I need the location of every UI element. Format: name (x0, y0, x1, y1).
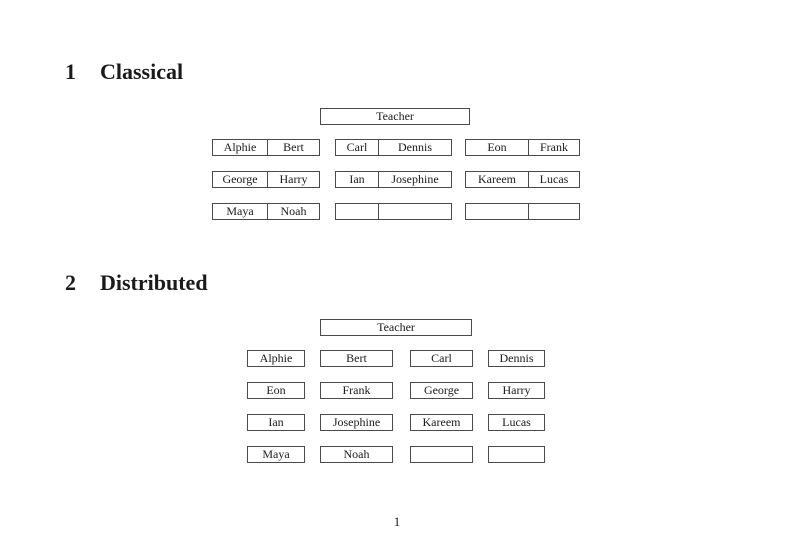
desk-single-empty (410, 446, 473, 463)
seat (529, 204, 579, 219)
seat: Bert (283, 140, 304, 154)
desk-single: Frank (320, 382, 393, 399)
seat: Eon (466, 140, 529, 155)
desk-pair: Ian Josephine (335, 171, 452, 188)
seat: George (213, 172, 268, 187)
teacher-label: Teacher (376, 109, 414, 123)
seat: Dennis (398, 140, 432, 154)
seat: Carl (431, 351, 452, 365)
seat: Frank (342, 383, 371, 397)
seat: Alphie (259, 351, 293, 365)
desk-single: Josephine (320, 414, 393, 431)
section-heading-distributed: 2 Distributed (65, 272, 208, 294)
seat: Maya (262, 447, 290, 461)
seat: Carl (336, 140, 379, 155)
desk-pair-empty (465, 203, 580, 220)
seat: Josephine (391, 172, 439, 186)
desk-single: Lucas (488, 414, 545, 431)
seat: Kareem (466, 172, 529, 187)
desk-single-empty (488, 446, 545, 463)
teacher-label: Teacher (377, 320, 415, 334)
desk-pair: Carl Dennis (335, 139, 452, 156)
seat (336, 204, 379, 219)
seat: Ian (336, 172, 379, 187)
desk-single: Maya (247, 446, 305, 463)
desk-single: Ian (247, 414, 305, 431)
desk-single: Dennis (488, 350, 545, 367)
desk-pair: Kareem Lucas (465, 171, 580, 188)
desk-single: George (410, 382, 473, 399)
desk-single: Kareem (410, 414, 473, 431)
teacher-desk: Teacher (320, 319, 472, 336)
seat: Noah (280, 204, 307, 218)
section-heading-classical: 1 Classical (65, 61, 183, 83)
desk-single: Noah (320, 446, 393, 463)
page-number: 1 (393, 514, 401, 529)
seat: Lucas (539, 172, 569, 186)
seat: Eon (266, 383, 286, 397)
desk-pair: George Harry (212, 171, 320, 188)
desk-single: Alphie (247, 350, 305, 367)
seat (466, 204, 529, 219)
section-title: Distributed (100, 270, 208, 295)
section-number: 1 (65, 59, 76, 84)
seat: Harry (279, 172, 308, 186)
desk-pair: Eon Frank (465, 139, 580, 156)
desk-pair: Alphie Bert (212, 139, 320, 156)
desk-pair: Maya Noah (212, 203, 320, 220)
seat: Dennis (499, 351, 534, 365)
seat: Ian (268, 415, 284, 429)
seat: Noah (343, 447, 370, 461)
seat: Kareem (422, 415, 461, 429)
desk-single: Eon (247, 382, 305, 399)
seat: George (423, 383, 460, 397)
seat: Frank (540, 140, 568, 154)
seat: Alphie (213, 140, 268, 155)
seat: Harry (502, 383, 531, 397)
seat: Bert (346, 351, 367, 365)
seat (379, 204, 451, 219)
seat: Lucas (502, 415, 531, 429)
section-number: 2 (65, 270, 76, 295)
desk-single: Harry (488, 382, 545, 399)
desk-pair-empty (335, 203, 452, 220)
section-title: Classical (100, 59, 184, 84)
seat: Josephine (332, 415, 381, 429)
teacher-desk: Teacher (320, 108, 470, 125)
seat: Maya (213, 204, 268, 219)
desk-single: Bert (320, 350, 393, 367)
desk-single: Carl (410, 350, 473, 367)
